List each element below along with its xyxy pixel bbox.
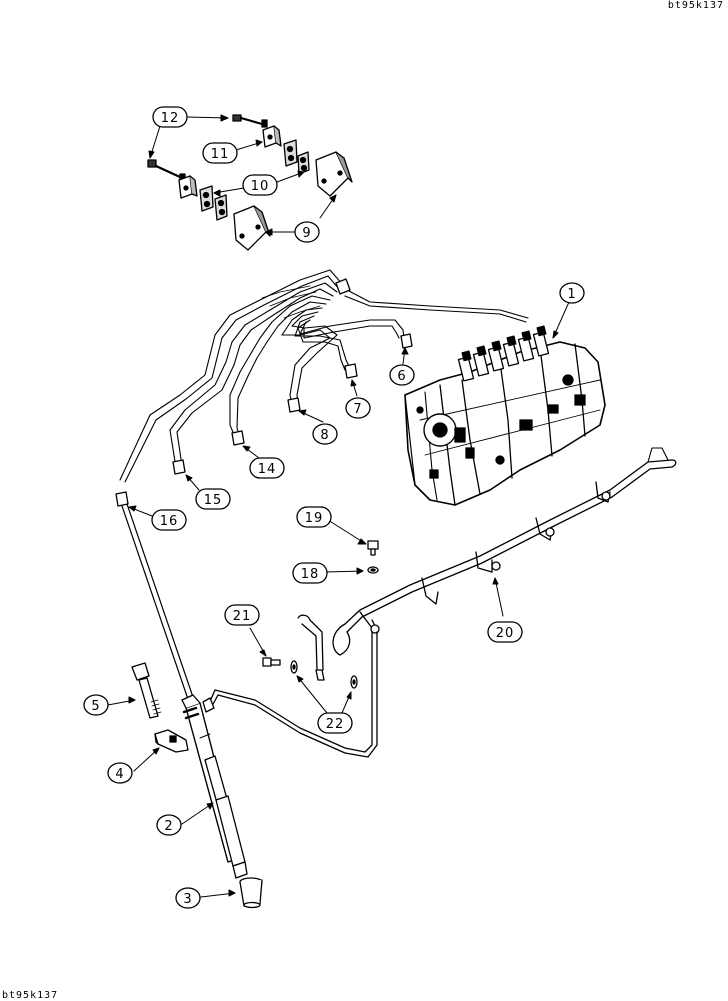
- line-end-nuts: [115, 278, 413, 507]
- svg-text:9: 9: [302, 226, 311, 241]
- svg-text:20: 20: [496, 626, 515, 641]
- callout-18: 18: [292, 562, 328, 584]
- clamp-bolt-lower: [147, 159, 186, 182]
- callout-4: 4: [107, 762, 133, 784]
- nozzle-sleeve: [239, 877, 263, 909]
- washer-18: [367, 566, 379, 574]
- callout-20: 20: [487, 621, 523, 643]
- svg-text:18: 18: [301, 567, 320, 582]
- svg-text:2: 2: [164, 819, 173, 834]
- svg-text:16: 16: [160, 514, 179, 529]
- clamp-bracket-upper: [315, 151, 353, 197]
- svg-text:12: 12: [161, 111, 180, 126]
- svg-text:15: 15: [204, 493, 223, 508]
- callout-16: 16: [151, 509, 187, 531]
- nozzle-hold-down-clamp: [154, 729, 189, 753]
- drawing-reference-bottom: bt95k137: [2, 990, 59, 1001]
- callout-15: 15: [195, 488, 231, 510]
- fuel-injection-pump: [404, 325, 606, 506]
- clamp-hardware-group: [147, 114, 353, 251]
- svg-text:4: 4: [115, 767, 124, 782]
- injection-line-16: [121, 505, 191, 706]
- callout-19: 19: [296, 506, 332, 528]
- svg-text:8: 8: [320, 428, 329, 443]
- pump-delivery-valves: [457, 325, 550, 382]
- svg-text:1: 1: [567, 287, 576, 302]
- callout-11: 11: [202, 142, 238, 164]
- callout-14: 14: [249, 457, 285, 479]
- hold-down-bolt: [131, 662, 162, 719]
- svg-text:3: 3: [183, 892, 192, 907]
- svg-text:7: 7: [353, 402, 362, 417]
- fuel-injector-nozzle: [181, 694, 248, 879]
- injection-lines-bundle: [119, 269, 529, 483]
- svg-text:22: 22: [326, 717, 345, 732]
- callout-22: 22: [317, 712, 353, 734]
- callout-3: 3: [175, 887, 201, 909]
- banjo-bolt-19: [367, 540, 379, 556]
- callout-8: 8: [312, 423, 338, 445]
- callout-1: 1: [559, 282, 585, 304]
- svg-text:14: 14: [258, 462, 277, 477]
- svg-text:6: 6: [397, 369, 406, 384]
- leak-off-banjo-fittings: [359, 481, 611, 634]
- drawing-reference-top: bt95k137: [667, 0, 724, 11]
- callout-6: 6: [389, 364, 415, 386]
- clamp-grommet-d: [214, 194, 228, 221]
- clamp-grommet-a: [283, 139, 298, 167]
- leader-lines: [107, 114, 570, 898]
- svg-text:21: 21: [233, 609, 252, 624]
- sealing-washers-22: [290, 660, 358, 689]
- callout-12: 12: [152, 106, 188, 128]
- clamp-grommet-c: [199, 185, 214, 212]
- clamp-grommet-b: [297, 151, 310, 175]
- clamp-bolt-upper: [232, 114, 268, 128]
- callout-21: 21: [224, 604, 260, 626]
- svg-text:11: 11: [211, 147, 230, 162]
- clamp-half-lower: [178, 175, 198, 199]
- banjo-bolt-21: [262, 657, 281, 667]
- svg-text:10: 10: [251, 179, 270, 194]
- callout-9: 9: [294, 221, 320, 243]
- callout-7: 7: [345, 397, 371, 419]
- callout-10: 10: [242, 174, 278, 196]
- svg-text:5: 5: [91, 699, 100, 714]
- svg-text:19: 19: [305, 511, 324, 526]
- leak-off-pipe: [207, 447, 677, 758]
- clamp-half-upper: [262, 125, 282, 148]
- callout-2: 2: [156, 814, 182, 836]
- clamp-bracket-lower: [233, 205, 271, 251]
- callout-5: 5: [83, 694, 109, 716]
